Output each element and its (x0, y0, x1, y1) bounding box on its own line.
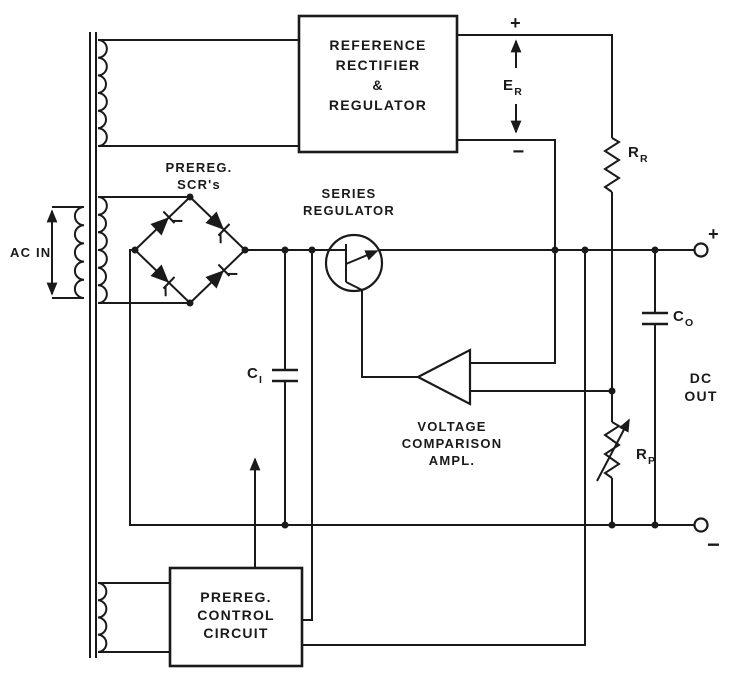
comparison-amp-label: AMPL. (429, 453, 475, 468)
prereg-scrs-label: PREREG. (166, 160, 233, 175)
ci-label: CI (247, 365, 263, 386)
junction-dot (241, 246, 249, 254)
scr-diode (205, 263, 238, 289)
er-minus-sign: − (513, 141, 526, 163)
co-label: CO (673, 308, 694, 329)
junction-dot (186, 193, 194, 201)
comparison-amp-label: VOLTAGE (417, 419, 486, 434)
junction-dot (608, 521, 616, 529)
scr-diode (150, 264, 176, 297)
amp-output-to-base-wire (345, 281, 418, 378)
output-minus-sign: − (707, 532, 721, 557)
bridge-to-negative-rail (129, 249, 135, 525)
programming-resistor (596, 418, 630, 482)
ac-in-label: AC IN (10, 245, 51, 260)
positive-output-terminal (693, 242, 709, 258)
main-secondary-winding (97, 196, 108, 304)
box-line: REFERENCE (329, 37, 426, 53)
series-regulator-transistor (324, 233, 384, 293)
er-plus-rail (457, 34, 613, 138)
junction-dot (608, 387, 616, 395)
box-line: & (372, 77, 383, 93)
emitter-arrow (345, 250, 379, 265)
output-capacitor (642, 311, 668, 326)
box-line: REGULATOR (329, 97, 427, 113)
prereg-control-box: PREREG. CONTROL CIRCUIT (168, 566, 304, 668)
junction-dot (551, 246, 559, 254)
junction-dot (281, 521, 289, 529)
rr-label: RR (628, 144, 649, 165)
box-line: RECTIFIER (336, 57, 421, 73)
series-regulator-label: SERIES (322, 186, 377, 201)
output-plus-sign: + (708, 224, 720, 244)
junction-dot (651, 246, 659, 254)
junction-dot (308, 246, 316, 254)
rp-label: RP (636, 446, 656, 467)
reference-rectifier-box: REFERENCE RECTIFIER & REGULATOR (297, 14, 459, 154)
dc-out-label: DC (690, 370, 713, 386)
negative-output-terminal (693, 517, 709, 533)
prereg-scrs-label: SCR's (177, 177, 221, 192)
scr-bridge (133, 195, 247, 305)
er-label: ER (503, 77, 523, 98)
junction-dot (281, 246, 289, 254)
reference-winding (97, 39, 108, 147)
prereg-sense-output-wire (302, 250, 586, 646)
junction-dot (131, 246, 139, 254)
dc-out-label: OUT (684, 388, 717, 404)
junction-dot (186, 299, 194, 307)
control-winding (97, 582, 108, 653)
box-line: PREREG. (200, 589, 271, 605)
comparison-amp-label: COMPARISON (402, 436, 503, 451)
junction-dots (131, 193, 659, 529)
variable-arrow (596, 418, 630, 482)
er-plus-sign: + (510, 13, 522, 33)
series-regulator-label: REGULATOR (303, 203, 395, 218)
scr-diode (205, 211, 231, 244)
junction-dot (581, 246, 589, 254)
wires (52, 34, 694, 653)
transformer-core (89, 32, 97, 658)
box-line: CONTROL (197, 607, 275, 623)
box-line: CIRCUIT (203, 625, 268, 641)
scr-diode (150, 210, 183, 236)
er-minus-sense-wire (457, 139, 556, 364)
junction-dot (651, 521, 659, 529)
reference-resistor (603, 137, 621, 193)
input-filter-capacitor (272, 368, 298, 383)
comparison-amplifier (415, 348, 472, 406)
primary-winding (73, 206, 85, 299)
prereg-sense-input-wire (302, 250, 313, 621)
